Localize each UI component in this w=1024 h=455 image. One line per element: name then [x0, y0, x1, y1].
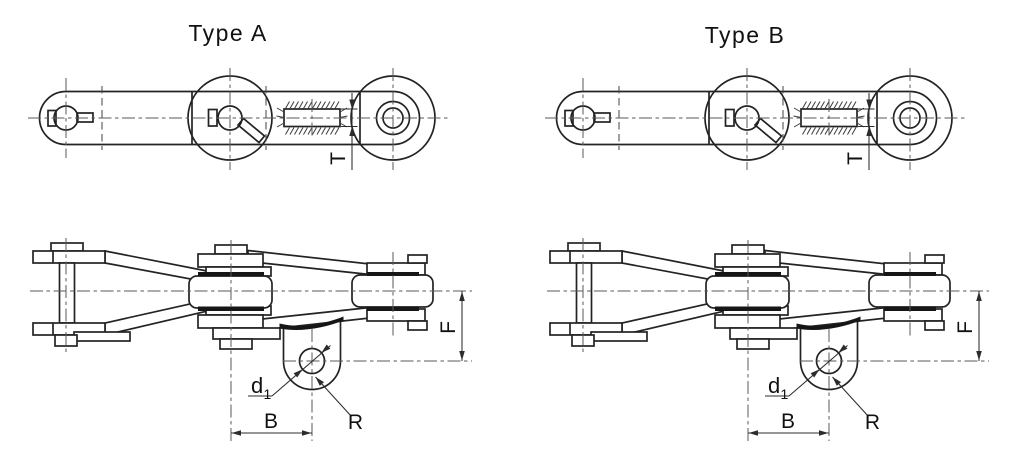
- dim-label-hole-diameter: d: [251, 373, 263, 398]
- dim-label-radius: R: [348, 411, 363, 434]
- figure-type-b: Type B T F d 1 B R: [544, 22, 990, 442]
- dim-label-height: F: [954, 321, 977, 334]
- dim-label-thickness: T: [327, 152, 350, 165]
- type-b-linework: [544, 67, 990, 442]
- dim-label-offset: B: [264, 410, 278, 433]
- dim-label-radius: R: [865, 411, 880, 434]
- dim-label-hole-diameter: d: [768, 373, 780, 398]
- dim-label-thickness: T: [844, 152, 867, 165]
- type-a-title: Type A: [188, 20, 267, 46]
- type-b-title: Type B: [705, 22, 786, 48]
- dim-label-offset: B: [781, 410, 795, 433]
- dim-label-height: F: [437, 321, 460, 334]
- dim-label-hole-diameter-sub: 1: [264, 386, 272, 402]
- type-a-linework: [27, 67, 473, 442]
- dim-label-hole-diameter-sub: 1: [781, 386, 789, 402]
- figure-type-a: Type A T F d 1 B R: [27, 20, 473, 442]
